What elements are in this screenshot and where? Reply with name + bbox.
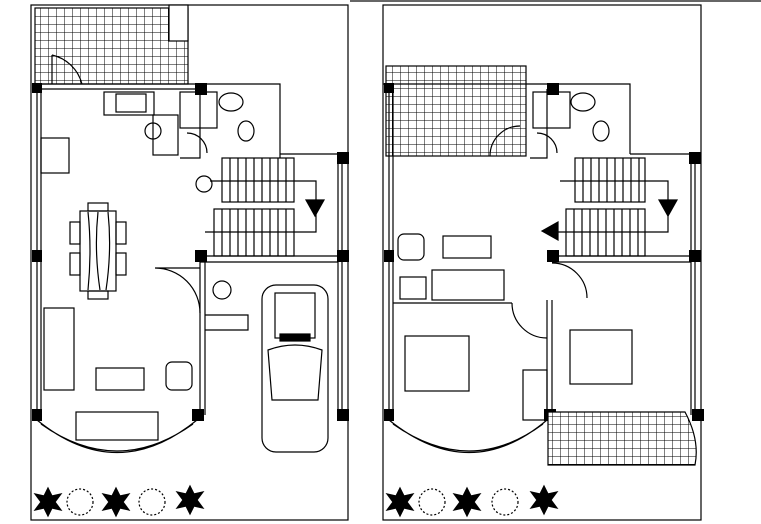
toilet-icon	[237, 120, 255, 142]
bed	[569, 329, 633, 385]
sink-counter	[152, 114, 179, 156]
stair-wall	[200, 255, 342, 263]
armchair	[397, 233, 425, 261]
person-icon	[195, 175, 213, 193]
ground-floor-plan	[30, 4, 349, 521]
kitchen-counter	[103, 91, 155, 116]
bedroom-walls	[393, 300, 553, 415]
toilet-icon	[592, 120, 610, 142]
stair-arrow-icon	[304, 199, 326, 218]
dining-table	[69, 202, 127, 300]
stove-icon	[115, 93, 147, 113]
shower	[179, 91, 218, 129]
right-wall	[280, 153, 343, 420]
sofa	[75, 411, 159, 441]
bedroom-door[interactable]	[511, 302, 548, 339]
sofa	[43, 307, 75, 391]
armchair	[165, 361, 193, 391]
garage-step	[205, 314, 249, 331]
coffee-table	[442, 235, 492, 259]
fridge	[40, 137, 70, 174]
bedroom-door[interactable]	[551, 262, 588, 299]
landscape-trees	[386, 485, 558, 517]
bed	[404, 335, 470, 392]
bath-door[interactable]	[536, 132, 558, 154]
stair-arrow-icon	[657, 199, 679, 218]
terrace-tiles	[385, 65, 527, 157]
car-icon	[261, 284, 329, 453]
person-icon	[212, 280, 232, 300]
washbasin-icon	[218, 92, 244, 112]
coffee-table	[95, 367, 145, 391]
living-wall	[199, 256, 206, 420]
staircase	[205, 157, 326, 257]
washbasin-icon	[570, 92, 596, 112]
plot-boundary	[30, 4, 349, 521]
stair-arrow-icon	[540, 220, 559, 242]
terrace-door[interactable]	[489, 125, 521, 157]
patio-tiles	[34, 7, 189, 85]
balcony-tiles	[547, 411, 697, 466]
landscape-trees	[34, 485, 204, 517]
first-floor-plan	[382, 4, 704, 521]
person-icon	[144, 122, 162, 140]
plot-boundary	[382, 4, 702, 521]
plant-icon	[399, 276, 427, 300]
patio-wall	[168, 4, 189, 42]
living-door[interactable]	[154, 267, 201, 314]
bath-door[interactable]	[186, 132, 208, 154]
sofa	[431, 269, 505, 301]
wardrobe	[522, 369, 548, 421]
shower	[532, 91, 571, 129]
bay-window-wall	[36, 419, 198, 454]
entry-door[interactable]	[51, 54, 83, 85]
bay-window-wall	[388, 419, 548, 454]
top-wall	[37, 83, 281, 159]
staircase	[540, 157, 679, 257]
